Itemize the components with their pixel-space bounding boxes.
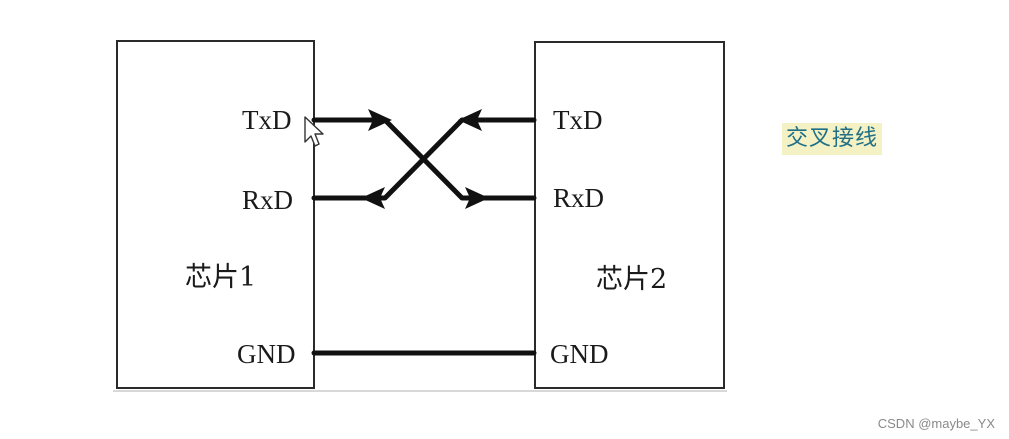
crossover-wiring xyxy=(311,117,537,201)
chip1-rxd-label: RxD xyxy=(242,185,293,215)
chip1-gnd-label: GND xyxy=(237,339,296,369)
watermark: CSDN @maybe_YX xyxy=(877,416,995,431)
crossover-annotation: 交叉接线 xyxy=(782,123,883,155)
chip1-name: 芯片1 xyxy=(185,262,256,293)
chip2-rxd-label: RxD xyxy=(553,183,604,213)
chip1-txd-label: TxD xyxy=(242,105,292,135)
arrow-chip1-txd-out xyxy=(368,109,392,131)
arrow-into-chip1-rxd xyxy=(361,187,385,209)
chip2-gnd-label: GND xyxy=(550,339,609,369)
chip2-box xyxy=(534,41,725,389)
arrow-chip2-txd-out xyxy=(458,109,482,131)
mouse-pointer-icon xyxy=(304,116,324,147)
chip2-txd-label: TxD xyxy=(553,105,603,135)
chip1-box xyxy=(116,40,315,389)
chip2-name: 芯片2 xyxy=(596,264,667,295)
wire-chip2-txd-to-chip1-rxd xyxy=(311,117,537,201)
arrow-into-chip2-rxd xyxy=(465,187,489,209)
